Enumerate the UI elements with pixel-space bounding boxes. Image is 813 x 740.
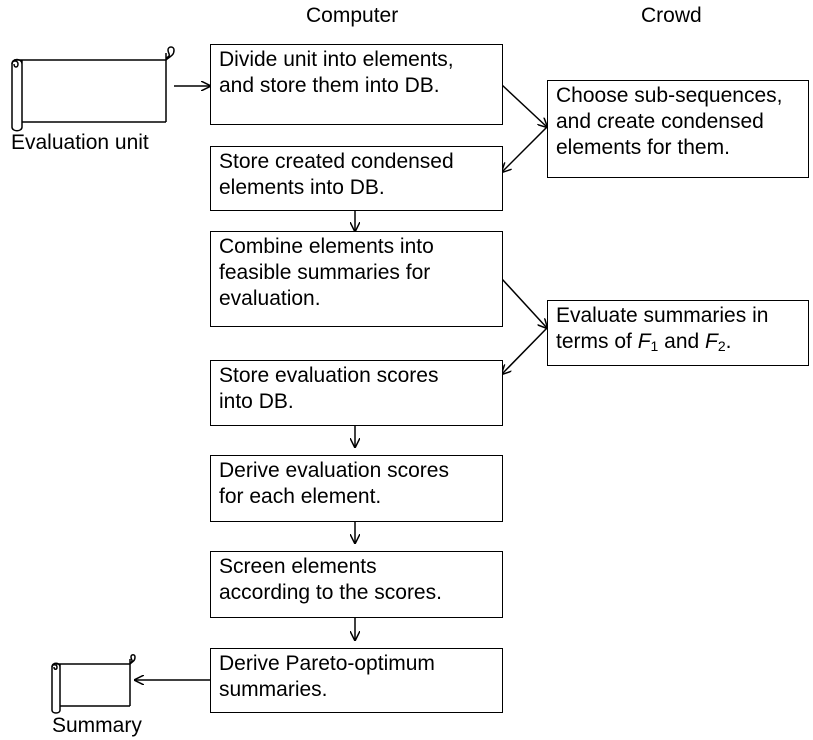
step-derive-scores: Derive evaluation scores for each elemen… — [210, 455, 503, 522]
f2-variable: F — [705, 330, 718, 353]
evaluation-unit-label: Evaluation unit — [11, 131, 149, 154]
arrow-divide-to-choose — [501, 84, 547, 127]
crowd-step-evaluate: Evaluate summaries in terms of F1 and F2… — [547, 300, 809, 366]
evaluate-text: Evaluate summaries in terms of — [556, 304, 769, 353]
f1-variable: F — [637, 330, 651, 353]
crowd-column-header: Crowd — [641, 4, 702, 27]
step-store-scores: Store evaluation scores into DB. — [210, 360, 503, 426]
step-store-condensed: Store created condensed elements into DB… — [210, 146, 503, 211]
f2-subscript: 2 — [717, 338, 726, 354]
summary-label: Summary — [52, 714, 142, 737]
step-screen-elements: Screen elements according to the scores. — [210, 551, 503, 618]
crowd-step-condense: Choose sub-sequences, and create condens… — [547, 80, 809, 178]
step-divide-unit: Divide unit into elements, and store the… — [210, 44, 503, 125]
evaluate-and: and — [658, 330, 706, 353]
evaluation-unit-scroll-icon — [11, 46, 175, 132]
arrow-choose-to-store — [502, 126, 548, 172]
step-combine-elements: Combine elements into feasible summaries… — [210, 231, 503, 327]
summary-scroll-icon — [51, 654, 136, 714]
computer-column-header: Computer — [306, 4, 399, 27]
arrow-combine-to-evaluate — [501, 278, 547, 328]
arrow-evaluate-to-store-scores — [502, 327, 548, 374]
f1-subscript: 1 — [650, 338, 659, 354]
step-derive-pareto: Derive Pareto-optimum summaries. — [210, 648, 503, 713]
evaluate-suffix: . — [725, 330, 732, 353]
